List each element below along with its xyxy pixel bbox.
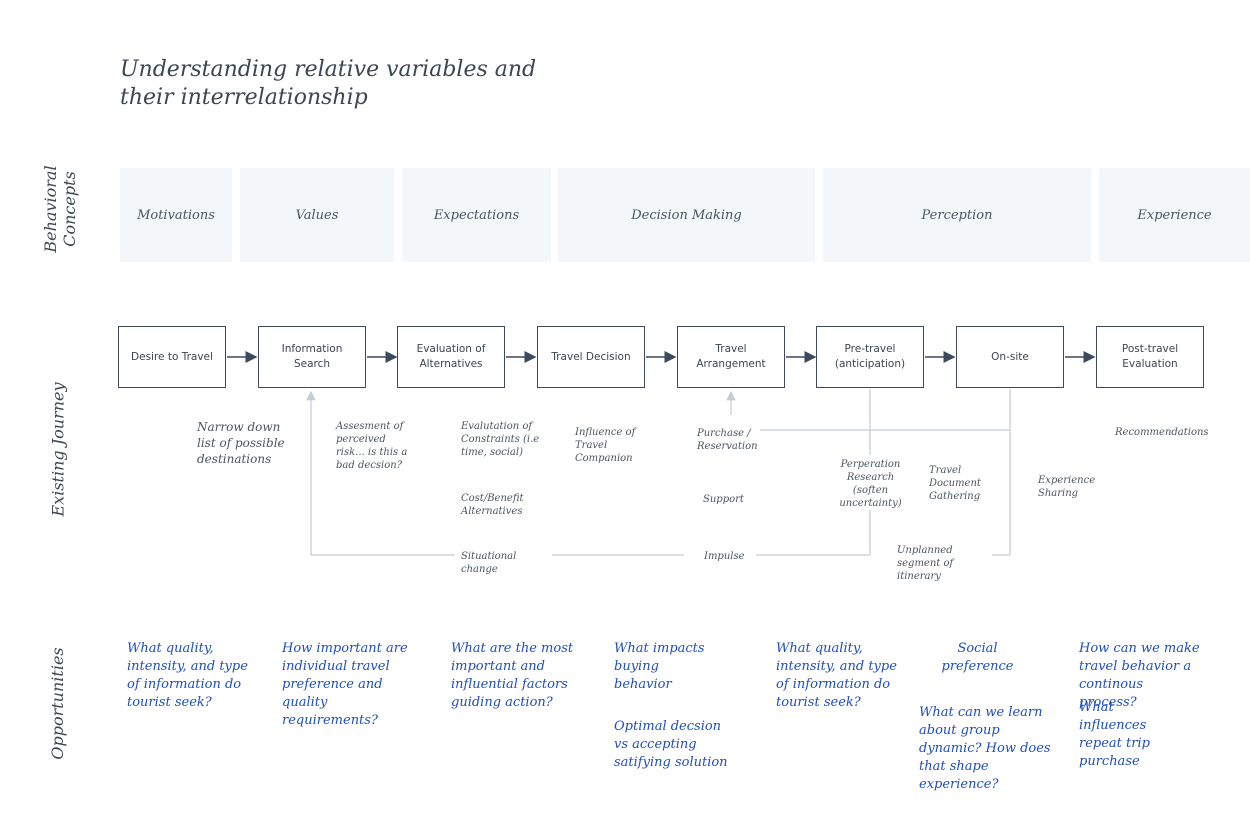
opportunity-continuous: How can we make travel behavior a contin… [1079,641,1200,710]
stage-post-travel-evaluation[interactable]: Post-travel Evaluation [1096,326,1204,388]
concept-decision-making: Decision Making [558,168,815,262]
concept-experience: Experience [1099,168,1250,262]
note-risk: Assesment of perceived risk... is this a… [336,421,408,471]
stage-pre-travel[interactable]: Pre-travel (anticipation) [816,326,924,388]
opportunity-buying: What impacts buying behavior [614,641,705,692]
feedback-loops [306,389,1011,556]
opportunity-factors: What are the most important and influent… [451,641,574,710]
opportunity-repeat: What influences repeat trip purchase [1079,700,1150,769]
opportunity-info-quality-2: What quality, intensity, and type of inf… [776,641,897,710]
page-title: Understanding relative variables and the… [120,57,537,110]
stage-evaluation-of-alternatives[interactable]: Evaluation of Alternatives [397,326,505,388]
stage-travel-decision[interactable]: Travel Decision [537,326,645,388]
note-impulse: Impulse [704,551,745,562]
note-support: Support [703,494,744,505]
opportunity-social: Social preference [941,641,1014,674]
opportunity-group: What can we learn about group dynamic? H… [919,705,1051,792]
note-preparation: Perperation Research (soften uncertainty… [838,458,903,510]
note-constraints: Evalutation of Constraints (i.e time, so… [461,421,540,458]
note-companion: Influence of Travel Companion [575,427,636,464]
opportunity-optimal: Optimal decsion vs accepting satifying s… [614,719,728,770]
stage-on-site[interactable]: On-site [956,326,1064,388]
opportunity-info-quality-1: What quality, intensity, and type of inf… [127,641,248,710]
stage-travel-arrangement[interactable]: Travel Arrangement [677,326,785,388]
note-purchase: Purchase / Reservation [697,428,758,452]
note-cost-benefit: Cost/Benefit Alternatives [461,493,524,517]
note-sharing: Experience Sharing [1038,475,1096,499]
stage-information-search[interactable]: Information Search [258,326,366,388]
concept-motivations: Motivations [120,168,232,262]
note-documents: Travel Document Gathering [929,465,981,502]
stage-desire-to-travel[interactable]: Desire to Travel [118,326,226,388]
opportunity-preference: How important are individual travel pref… [282,641,408,728]
note-recommendations: Recommendations [1115,427,1209,438]
note-situational-change: Situational change [461,551,517,575]
note-narrow-down: Narrow down list of possible destination… [197,420,285,466]
concept-values: Values [240,168,394,262]
concept-perception: Perception [823,168,1091,262]
concept-expectations: Expectations [402,168,551,262]
note-unplanned: Unplanned segment of itinerary [897,544,992,583]
